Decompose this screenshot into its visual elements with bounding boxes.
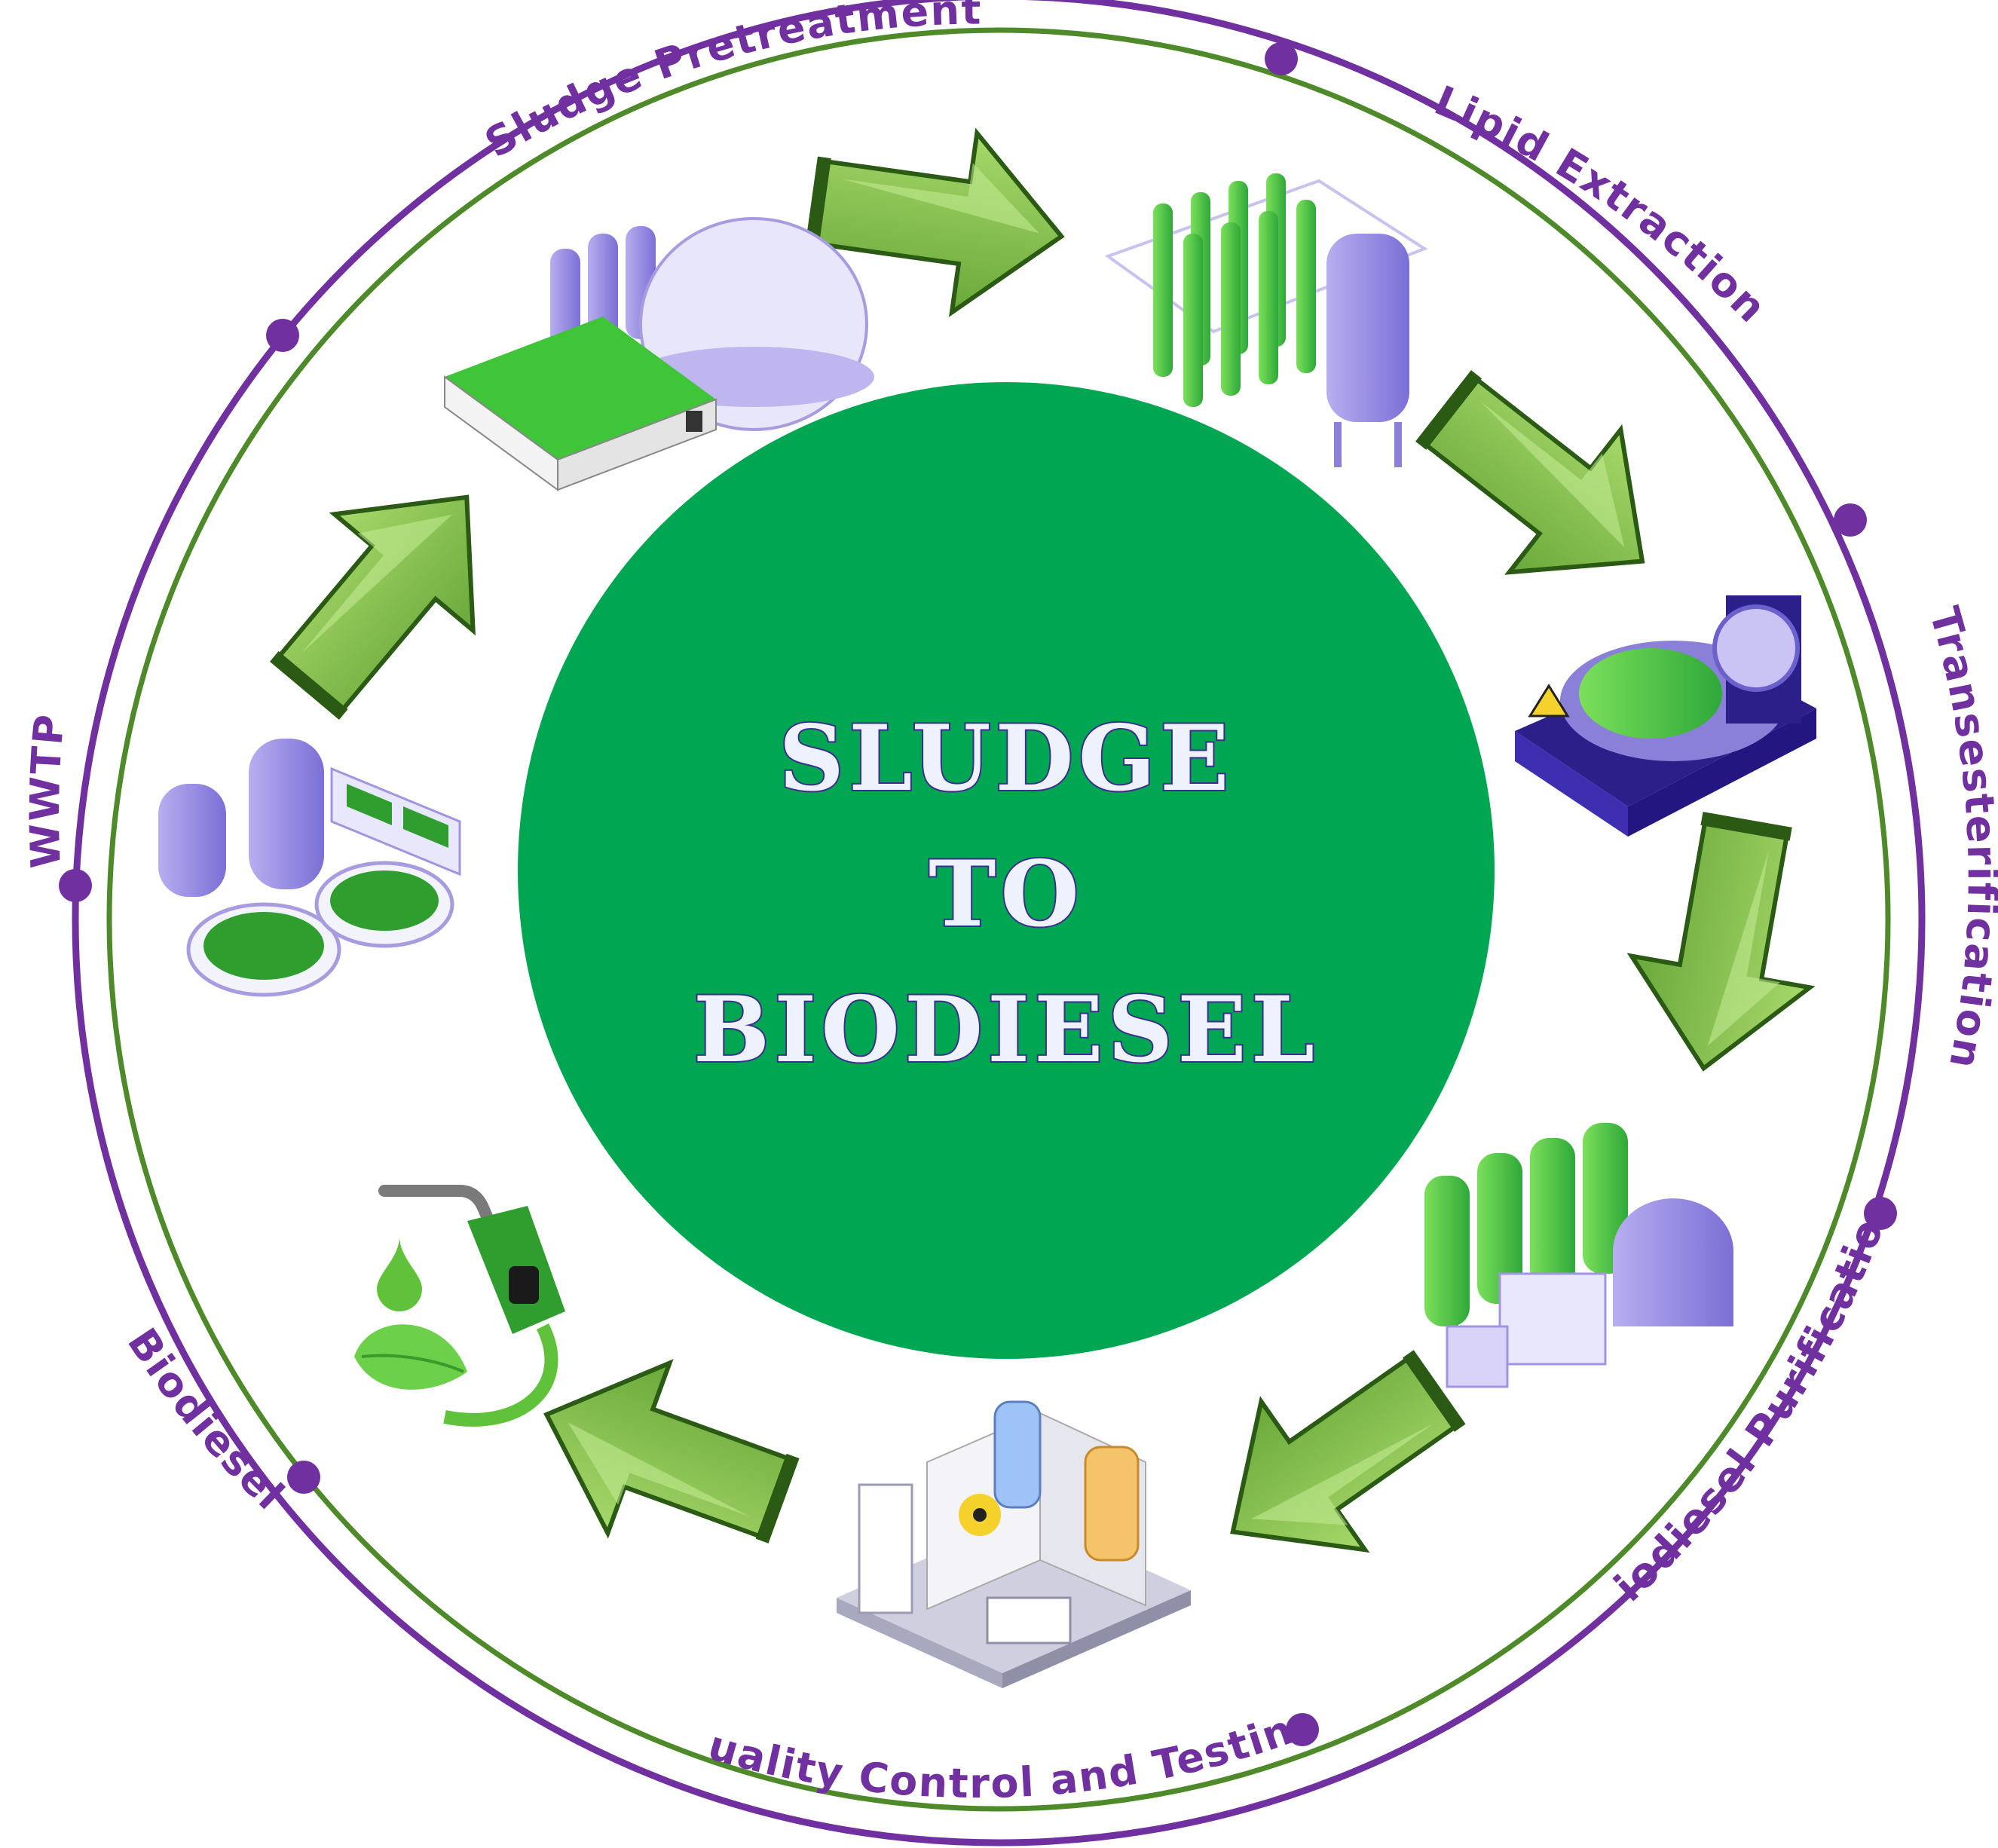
label-lipid-extraction: Lipid Extraction [1428,76,1776,332]
ring-dot [1286,1713,1319,1746]
fuel-nozzle-leaf-icon [354,1185,565,1427]
wastewater-treatment-plant-icon [158,739,461,997]
purification-tanks-icon [1424,1123,1733,1388]
outer-ring [72,0,1926,1846]
ring-dots [59,42,1897,1746]
center-title-line-1: SLUDGE [779,705,1233,812]
arrow-purification-to-qc [1181,1313,1492,1606]
ring-dot [1834,503,1867,537]
inner-ring [106,27,1891,1812]
ring-dot [59,869,92,902]
extraction-column-plant-icon [1104,173,1428,467]
arrow-lipid-to-trans [1388,335,1698,632]
ring-dot [1864,1197,1897,1230]
label-transesterification: Transesterification [1920,602,1998,1074]
arrow-qc-to-biodiesel [516,1329,815,1586]
label-wwtp: WWTP [21,711,74,869]
center-title-line-2: TO [929,841,1084,947]
center-title-line-3: BIODIESEL [693,977,1319,1083]
reactor-machine-icon [1515,595,1816,837]
ring-dot [266,319,299,352]
center-circle [518,382,1495,1359]
label-biodiesel: Biodiesel [118,1320,294,1519]
ring-dot [1265,42,1298,75]
arrow-wwtp-to-pretreatment [235,439,536,749]
anaerobic-digester-plant-icon [444,217,874,491]
testing-laboratory-icon [837,1400,1191,1688]
label-sludge-pretreatment: Sludge Pretreatment [477,0,983,167]
ring-dot [287,1461,320,1494]
arrow-trans-to-purification [1614,804,1837,1085]
